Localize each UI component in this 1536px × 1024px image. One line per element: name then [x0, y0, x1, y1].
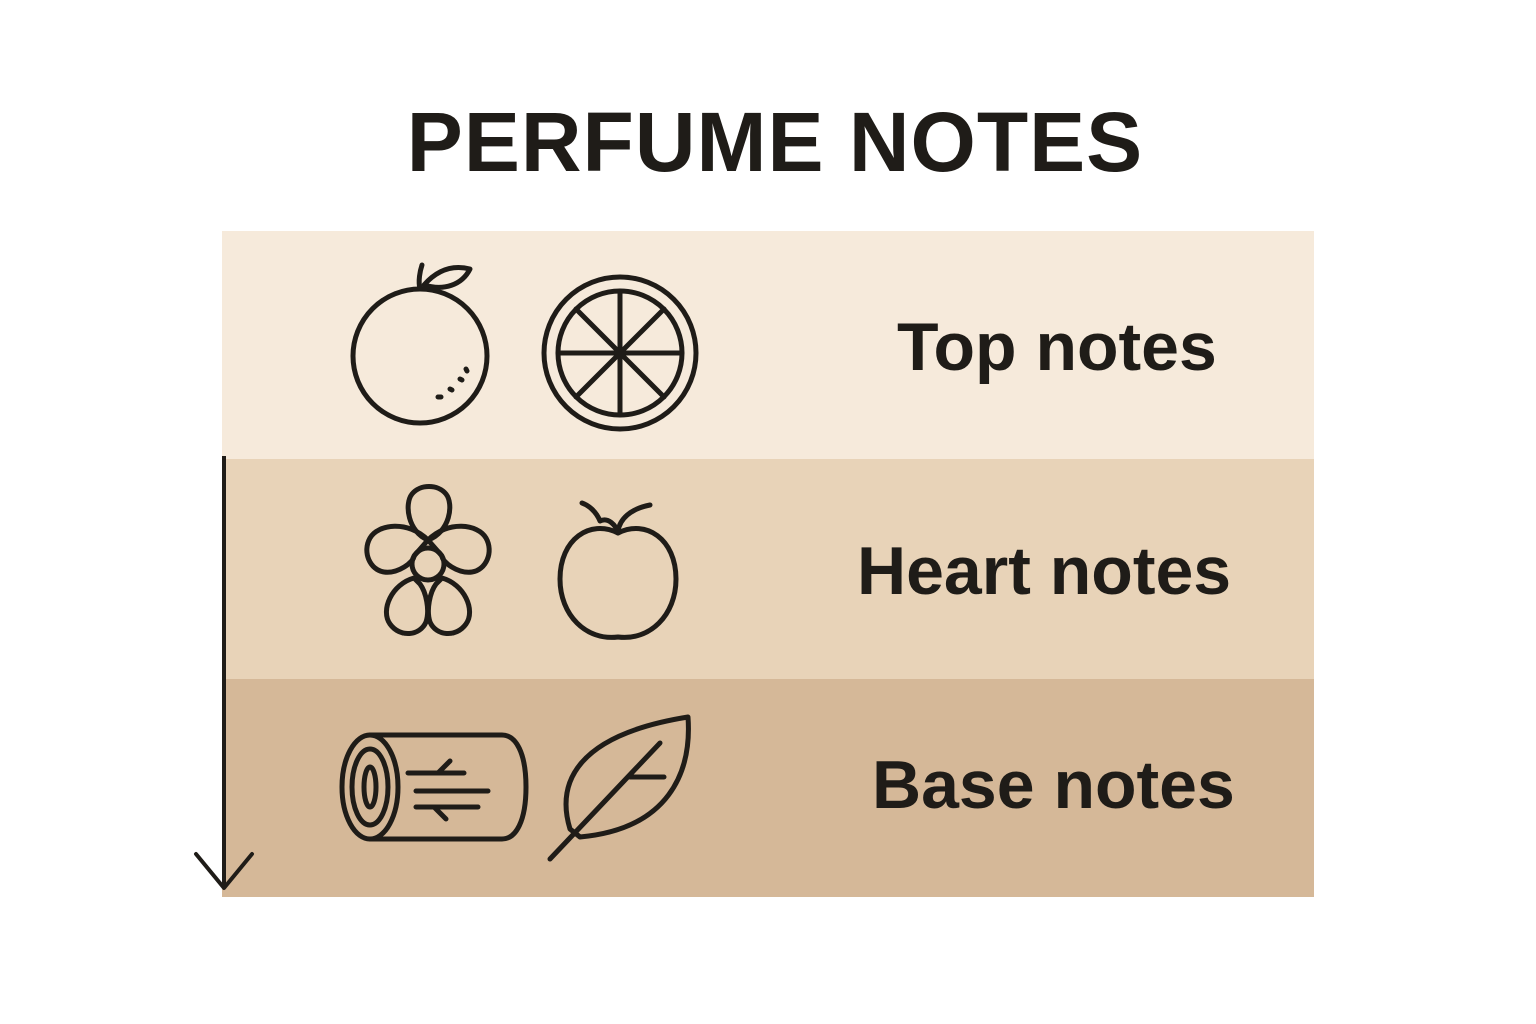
layer-top-notes: Top notes — [222, 231, 1314, 459]
notes-layers: Top notes Heart notes — [222, 231, 1314, 897]
flower-icon — [346, 484, 511, 644]
diagram-title: PERFUME NOTES — [406, 95, 1144, 189]
base-notes-label: Base notes — [872, 747, 1235, 823]
top-notes-label: Top notes — [897, 309, 1217, 385]
apple-icon — [556, 489, 686, 644]
heart-notes-label: Heart notes — [857, 533, 1232, 609]
wood-log-icon — [338, 731, 529, 843]
layer-base-notes: Base notes — [222, 679, 1314, 897]
orange-icon — [350, 261, 490, 426]
arrow-down-icon — [190, 454, 260, 896]
leaf-icon — [546, 713, 696, 863]
layer-heart-notes: Heart notes — [222, 459, 1314, 679]
citrus-slice-icon — [540, 273, 700, 433]
